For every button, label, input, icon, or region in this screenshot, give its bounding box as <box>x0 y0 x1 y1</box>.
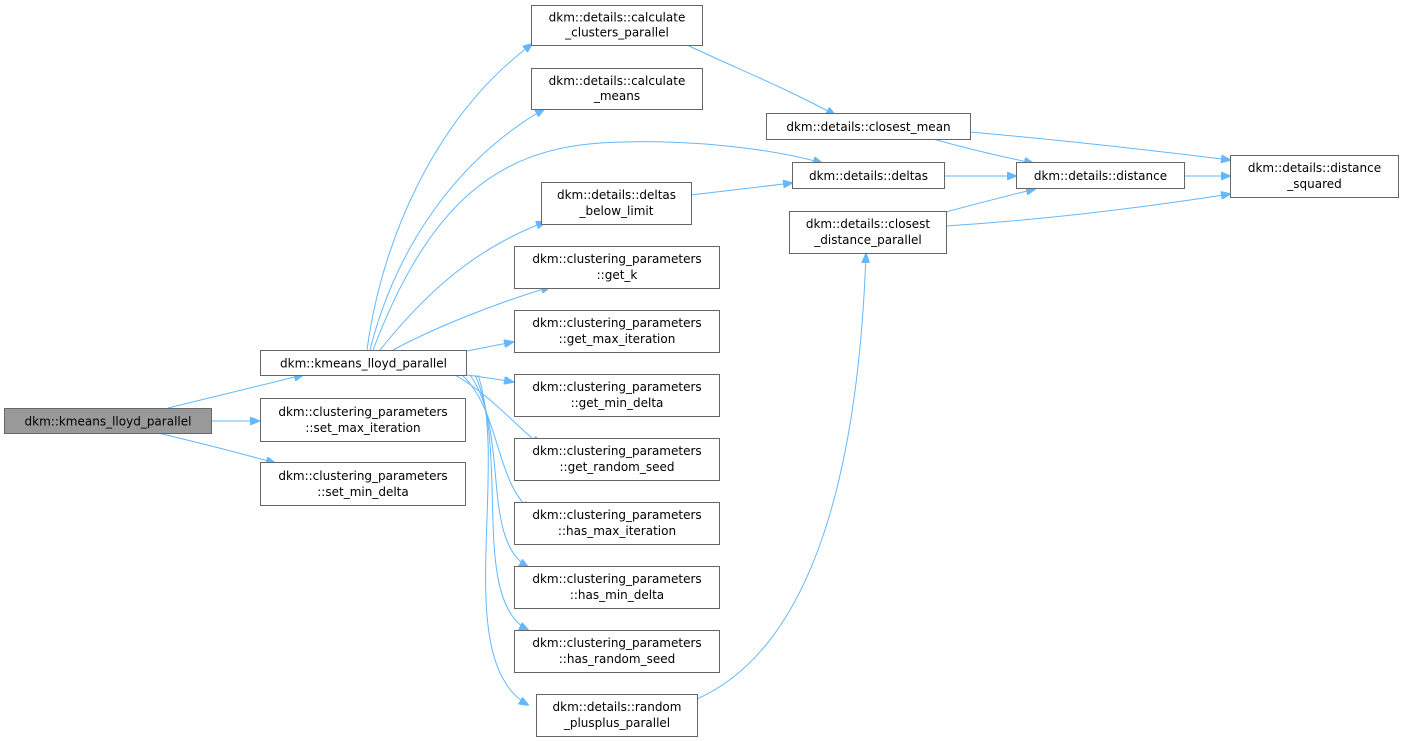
edge-kmeans-to-get-max-iteration <box>466 342 513 352</box>
node-label: dkm::kmeans_lloyd_parallel <box>25 415 192 429</box>
node-calculate-clusters-parallel[interactable]: dkm::details::calculate _clusters_parall… <box>531 5 703 46</box>
node-get-random-seed[interactable]: dkm::clustering_parameters ::get_random_… <box>514 438 720 481</box>
node-label: dkm::details::closest_mean <box>786 120 950 134</box>
node-label-line-2: ::set_min_delta <box>317 485 408 499</box>
node-label-line-2: ::get_max_iteration <box>559 332 676 346</box>
node-label-line-1: dkm::details::calculate <box>549 74 686 88</box>
node-label-line-2: ::set_max_iteration <box>305 421 420 435</box>
node-label: dkm::details::distance <box>1034 169 1167 183</box>
node-label-line-1: dkm::details::distance <box>1248 161 1381 175</box>
node-label: dkm::details::deltas <box>809 169 928 183</box>
node-label-line-1: dkm::clustering_parameters <box>532 252 701 266</box>
node-label: dkm::kmeans_lloyd_parallel <box>280 357 447 371</box>
node-get-min-delta[interactable]: dkm::clustering_parameters ::get_min_del… <box>514 374 720 417</box>
edge-deltas-below-to-deltas <box>690 183 792 196</box>
node-label-line-2: _plusplus_parallel <box>563 716 670 730</box>
node-get-k[interactable]: dkm::clustering_parameters ::get_k <box>514 246 720 289</box>
node-label-line-2: ::get_random_seed <box>560 460 675 474</box>
node-kmeans-lloyd-parallel[interactable]: dkm::kmeans_lloyd_parallel <box>260 350 467 376</box>
node-deltas-below-limit[interactable]: dkm::details::deltas _below_limit <box>541 182 692 225</box>
node-label-line-1: dkm::details::random <box>553 700 682 714</box>
edge-calc-clusters-to-closest-mean <box>686 44 835 115</box>
node-label-line-1: dkm::clustering_parameters <box>532 316 701 330</box>
edge-root-to-set-min-delta <box>157 432 275 463</box>
edge-kmeans-to-deltas-below <box>379 222 545 351</box>
edge-closest-distance-to-distance <box>945 189 1035 213</box>
node-label-line-2: _below_limit <box>579 204 654 218</box>
node-has-min-delta[interactable]: dkm::clustering_parameters ::has_min_del… <box>514 566 720 609</box>
node-label-line-1: dkm::details::deltas <box>557 188 676 202</box>
node-root-kmeans-lloyd-parallel[interactable]: dkm::kmeans_lloyd_parallel <box>4 408 212 434</box>
nodes-layer: dkm::kmeans_lloyd_parallel dkm::kmeans_l… <box>4 5 1399 737</box>
node-label-line-2: ::get_min_delta <box>571 396 664 410</box>
node-closest-mean[interactable]: dkm::details::closest_mean <box>766 113 971 140</box>
edge-kmeans-to-has-min-delta <box>469 374 528 567</box>
node-random-plusplus-parallel[interactable]: dkm::details::random _plusplus_parallel <box>536 694 698 737</box>
node-label-line-1: dkm::details::closest <box>806 217 931 231</box>
node-label-line-2: ::has_min_delta <box>570 588 664 602</box>
node-get-max-iteration[interactable]: dkm::clustering_parameters ::get_max_ite… <box>514 310 720 353</box>
edge-closest-distance-to-distance-squared <box>945 194 1230 227</box>
node-distance[interactable]: dkm::details::distance <box>1016 162 1185 189</box>
node-label-line-1: dkm::clustering_parameters <box>278 405 447 419</box>
edge-random-plusplus-to-closest-distance <box>696 254 866 700</box>
edge-kmeans-to-deltas <box>372 141 822 351</box>
node-label-line-1: dkm::clustering_parameters <box>532 444 701 458</box>
edge-kmeans-to-calc-means <box>369 109 544 351</box>
edge-kmeans-to-get-k <box>392 287 550 351</box>
node-calculate-means[interactable]: dkm::details::calculate _means <box>531 68 703 110</box>
node-label-line-2: _squared <box>1286 177 1342 191</box>
node-label-line-2: _means <box>593 89 640 103</box>
node-set-max-iteration[interactable]: dkm::clustering_parameters ::set_max_ite… <box>260 398 466 442</box>
node-label-line-2: ::has_max_iteration <box>558 524 676 538</box>
node-label-line-1: dkm::clustering_parameters <box>532 572 701 586</box>
node-label-line-2: ::get_k <box>597 268 638 282</box>
edge-kmeans-to-has-max-iteration <box>461 374 530 510</box>
edges-layer <box>157 44 1230 705</box>
node-label-line-1: dkm::clustering_parameters <box>532 636 701 650</box>
node-label-line-2: ::has_random_seed <box>559 652 675 666</box>
node-label-line-1: dkm::clustering_parameters <box>278 469 447 483</box>
node-deltas[interactable]: dkm::details::deltas <box>792 162 945 189</box>
node-closest-distance-parallel[interactable]: dkm::details::closest _distance_parallel <box>789 211 947 254</box>
edge-kmeans-to-calc-clusters <box>366 44 532 351</box>
node-label-line-1: dkm::clustering_parameters <box>532 508 701 522</box>
node-set-min-delta[interactable]: dkm::clustering_parameters ::set_min_del… <box>260 462 466 506</box>
edge-kmeans-to-random-plusplus <box>477 374 528 705</box>
node-label-line-1: dkm::details::calculate <box>549 11 686 25</box>
edge-kmeans-to-get-random-seed <box>454 374 540 445</box>
edge-root-to-kmeans <box>167 375 303 409</box>
node-has-max-iteration[interactable]: dkm::clustering_parameters ::has_max_ite… <box>514 502 720 545</box>
node-has-random-seed[interactable]: dkm::clustering_parameters ::has_random_… <box>514 630 720 673</box>
node-label-line-1: dkm::clustering_parameters <box>532 380 701 394</box>
node-label-line-2: _clusters_parallel <box>564 26 669 40</box>
edge-closest-mean-to-distance <box>932 138 1033 163</box>
node-label-line-2: _distance_parallel <box>813 233 922 247</box>
edge-closest-mean-to-distance-squared <box>969 131 1230 160</box>
node-distance-squared[interactable]: dkm::details::distance _squared <box>1230 155 1399 198</box>
